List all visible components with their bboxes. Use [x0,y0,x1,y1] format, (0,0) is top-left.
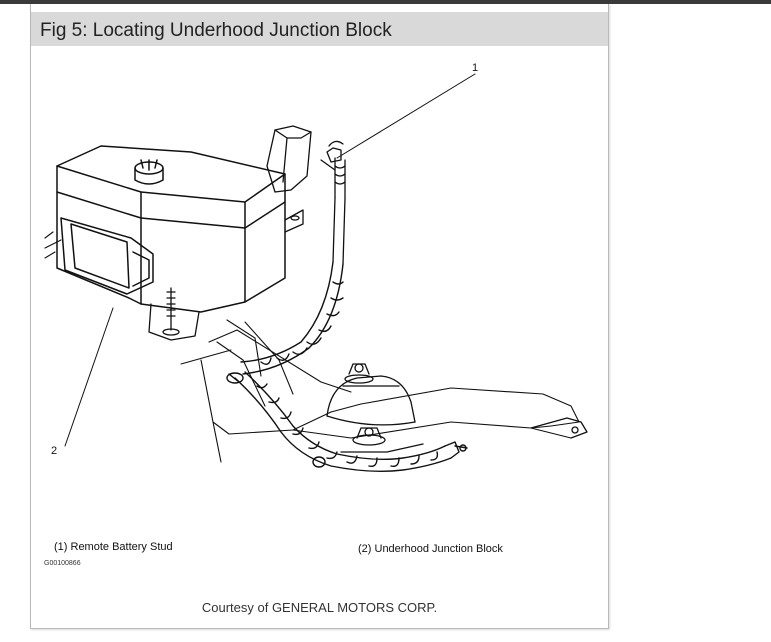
remote-battery-stud [266,125,346,265]
wiring-harness [226,261,468,473]
figure-panel: Fig 5: Locating Underhood Junction Block [30,4,609,629]
mounting-hardware [148,209,304,341]
image-id: G00100866 [44,560,81,567]
junction-block-illustration [44,73,588,473]
legend-item-underhood-junction-block: (2) Underhood Junction Block [358,543,503,555]
window-top-bar [0,0,771,4]
callout-leaders [64,73,476,447]
strut-tower [326,363,424,453]
junction-block-body [56,145,286,313]
callout-number-1: 1 [472,62,479,74]
figure-title: Fig 5: Locating Underhood Junction Block [40,20,392,41]
figure-title-bar: Fig 5: Locating Underhood Junction Block [31,12,608,46]
engine-bay-structure [44,231,580,463]
figure-credit: Courtesy of GENERAL MOTORS CORP. [201,600,438,615]
callout-number-2: 2 [51,445,58,457]
legend-item-remote-battery-stud: (1) Remote Battery Stud [54,541,173,553]
right-bracket [530,417,588,439]
